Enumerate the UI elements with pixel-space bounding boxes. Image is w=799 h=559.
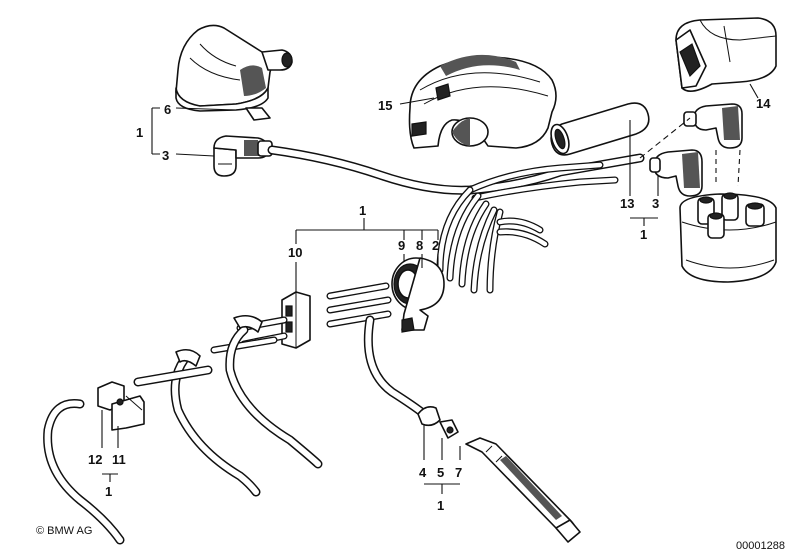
callout-10: 10 xyxy=(288,245,302,260)
spark-plug-connector-lower xyxy=(417,406,581,543)
callout-11: 11 xyxy=(112,452,126,467)
callout-1-bottom-center: 1 xyxy=(437,498,444,513)
callout-leaders xyxy=(101,83,759,494)
callout-6: 6 xyxy=(164,102,171,117)
callout-1-bottom-left: 1 xyxy=(105,484,112,499)
callout-9: 9 xyxy=(398,238,405,253)
callout-1-right: 1 xyxy=(640,227,647,242)
plug-connector-right-lower xyxy=(649,149,703,197)
copyright-label: © BMW AG xyxy=(36,525,92,537)
plug-connector-part-3-left xyxy=(213,135,273,177)
cable-clip-parts-12-11 xyxy=(97,381,145,431)
callout-13: 13 xyxy=(620,196,634,211)
callout-12: 12 xyxy=(88,452,102,467)
distributor-rotor-part-15 xyxy=(408,54,557,149)
plug-connector-right-upper xyxy=(683,103,743,149)
callout-8: 8 xyxy=(416,238,423,253)
callout-labels: 6 1 3 15 14 13 3 1 1 10 9 8 2 12 11 1 4 … xyxy=(88,96,771,513)
callout-7: 7 xyxy=(455,465,462,480)
callout-3-left: 3 xyxy=(162,148,169,163)
callout-1-top-left: 1 xyxy=(136,125,143,140)
image-number-label: 00001288 xyxy=(736,540,785,552)
callout-3-right: 3 xyxy=(652,196,659,211)
grommet-parts-9-8-2 xyxy=(391,257,445,333)
ignition-leads-long xyxy=(43,314,429,545)
callout-14: 14 xyxy=(756,96,771,111)
rubber-boot-part-14 xyxy=(675,17,777,92)
callout-5: 5 xyxy=(437,465,444,480)
callout-1-center: 1 xyxy=(359,203,366,218)
distributor-cap-body xyxy=(679,192,777,283)
callout-2: 2 xyxy=(432,238,439,253)
protective-sleeve-part-13 xyxy=(550,102,650,156)
callout-4: 4 xyxy=(419,465,427,480)
ignition-leads-short xyxy=(210,282,392,354)
callout-15: 15 xyxy=(378,98,392,113)
distributor-cap-part-6 xyxy=(175,24,293,121)
ignition-cable-harness xyxy=(267,145,645,294)
